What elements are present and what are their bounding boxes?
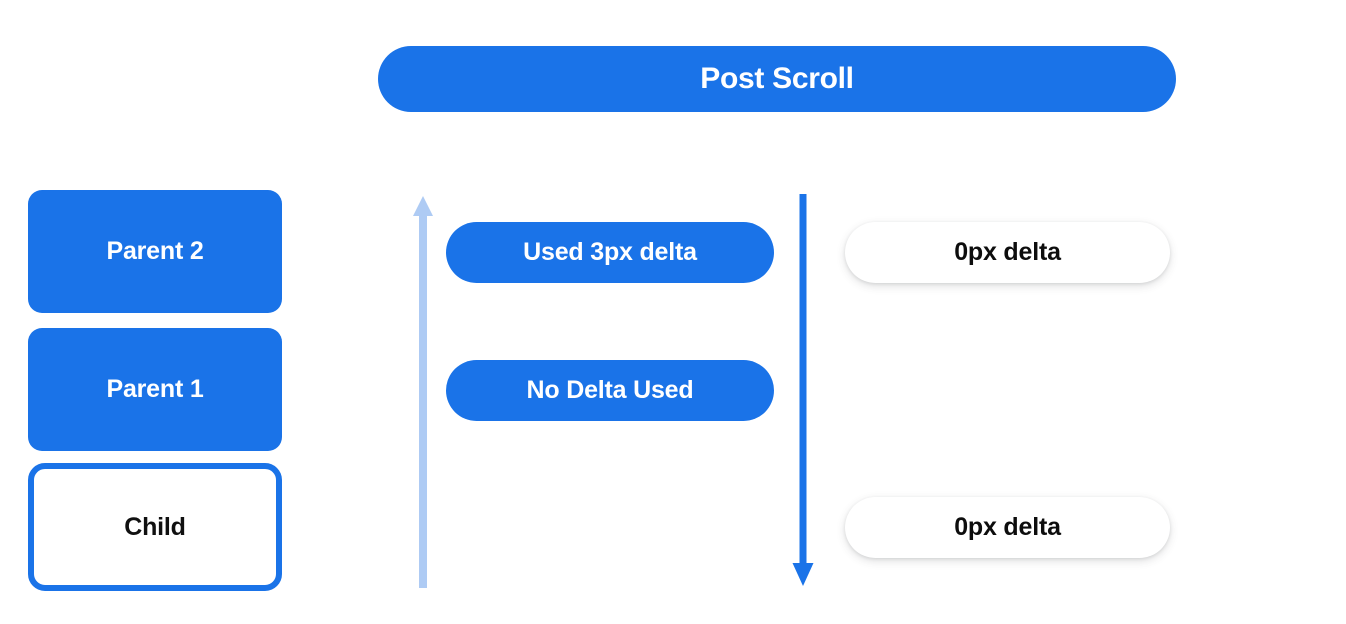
- post-scroll-banner: Post Scroll: [378, 46, 1176, 112]
- pill-used-delta-label: Used 3px delta: [523, 238, 697, 266]
- pill-result-top-label: 0px delta: [954, 238, 1061, 266]
- up-arrow-light-icon: [413, 196, 433, 588]
- node-parent-2[interactable]: Parent 2: [28, 190, 282, 313]
- node-parent-1[interactable]: Parent 1: [28, 328, 282, 451]
- node-parent-1-label: Parent 1: [106, 375, 204, 403]
- node-child[interactable]: Child: [28, 463, 282, 591]
- pill-used-delta[interactable]: Used 3px delta: [446, 222, 774, 283]
- banner-title: Post Scroll: [700, 62, 854, 95]
- node-parent-2-label: Parent 2: [106, 237, 204, 265]
- down-arrow-solid-icon: [792, 194, 814, 586]
- pill-no-delta[interactable]: No Delta Used: [446, 360, 774, 421]
- pill-result-bottom-label: 0px delta: [954, 513, 1061, 541]
- pill-result-top[interactable]: 0px delta: [845, 222, 1170, 283]
- node-child-label: Child: [124, 512, 186, 541]
- pill-no-delta-label: No Delta Used: [526, 376, 694, 404]
- pill-result-bottom[interactable]: 0px delta: [845, 497, 1170, 558]
